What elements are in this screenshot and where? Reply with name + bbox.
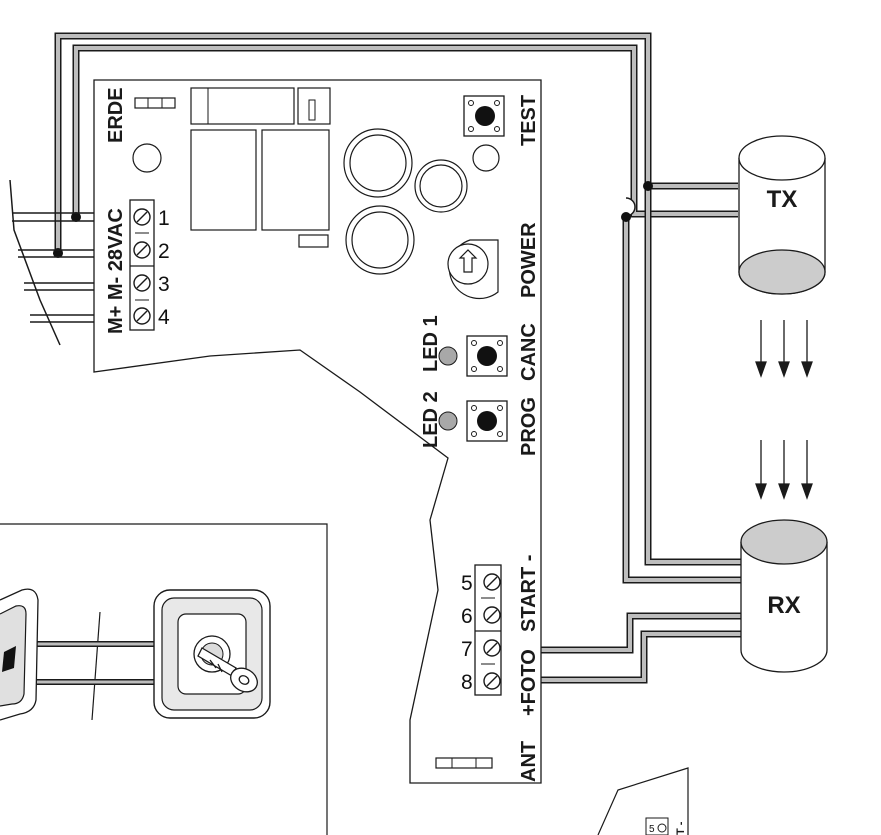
wire-rx-supply-b	[622, 216, 745, 584]
led-2	[438, 411, 458, 431]
top-terminal-screw	[133, 307, 151, 325]
label-28vac: M+ M- 28VAC	[105, 208, 127, 334]
capacitor-middle	[414, 159, 468, 213]
label-foto: +FOTO	[518, 649, 540, 716]
jumper-block	[297, 87, 331, 125]
top-terminal-screw	[133, 241, 151, 259]
bottom-terminal-screws	[483, 573, 501, 690]
capacitor-bottom	[345, 205, 415, 275]
label-prog: PROG	[518, 397, 540, 456]
bottom-terminal-screw	[483, 606, 501, 624]
wire-rx-supply-a	[644, 186, 745, 566]
wire-loop-inner	[72, 44, 738, 218]
mounting-hole	[132, 143, 162, 173]
bottom-terminal-screw	[483, 573, 501, 591]
top-terminal-numbers: 1 2 3 4	[158, 207, 170, 329]
fuse-top	[134, 97, 176, 109]
relay-left	[190, 129, 257, 231]
bottom-terminal-screw	[483, 672, 501, 690]
label-erde: ERDE	[105, 87, 127, 143]
label-led-2: LED 2	[420, 391, 442, 448]
top-terminal-screw	[133, 274, 151, 292]
relay-right	[261, 129, 330, 231]
prog-button[interactable]	[466, 400, 508, 442]
top-terminal-number: 4	[158, 306, 170, 329]
top-terminal-number: 1	[158, 207, 170, 230]
key-switch-panel	[0, 523, 328, 835]
relay-block	[190, 87, 295, 125]
bottom-terminal-number: 7	[461, 638, 473, 661]
tx-label: TX	[767, 186, 798, 213]
label-ant: ANT	[518, 741, 540, 782]
label-power: POWER	[518, 222, 540, 298]
small-connector	[298, 234, 329, 248]
key-icon	[197, 647, 258, 693]
label-canc: CANC	[518, 323, 540, 381]
bottom-terminal-screw	[483, 639, 501, 657]
corner-terminal-number: 5	[649, 824, 655, 835]
power-transformer	[447, 239, 499, 300]
corner-board: 5 T -	[597, 767, 689, 835]
junction-dot	[71, 212, 81, 222]
corner-start-label: T -	[675, 821, 687, 835]
label-test: TEST	[518, 95, 540, 146]
junction-dot	[643, 181, 653, 191]
rx-photocell: RX	[740, 519, 828, 673]
bottom-terminal-numbers: 5 6 7 8	[461, 572, 473, 694]
tx-photocell: TX	[738, 135, 826, 295]
junction-dot	[621, 212, 631, 222]
capacitor-top	[343, 128, 413, 198]
fuse-bottom	[435, 757, 493, 769]
label-start: START -	[518, 555, 540, 632]
label-led-1: LED 1	[420, 315, 442, 372]
beam-arrows-rx	[755, 440, 813, 500]
top-terminal-screw	[133, 208, 151, 226]
test-button[interactable]	[463, 95, 505, 137]
bottom-terminal-number: 8	[461, 671, 473, 694]
top-terminal-screws	[133, 208, 151, 325]
wire-loop-outer	[54, 32, 738, 253]
led-1	[438, 346, 458, 366]
control-board-outline	[93, 79, 542, 784]
bottom-terminal-number: 5	[461, 572, 473, 595]
top-terminal-number: 2	[158, 240, 170, 263]
rx-label: RX	[767, 592, 800, 619]
bottom-terminal-number: 6	[461, 605, 473, 628]
top-terminal-number: 3	[158, 273, 170, 296]
wire-foto-b	[500, 630, 745, 684]
beam-arrows-tx	[755, 320, 813, 378]
mounting-hole	[472, 144, 500, 172]
canc-button[interactable]	[466, 335, 508, 377]
wire-foto-a	[500, 612, 745, 654]
